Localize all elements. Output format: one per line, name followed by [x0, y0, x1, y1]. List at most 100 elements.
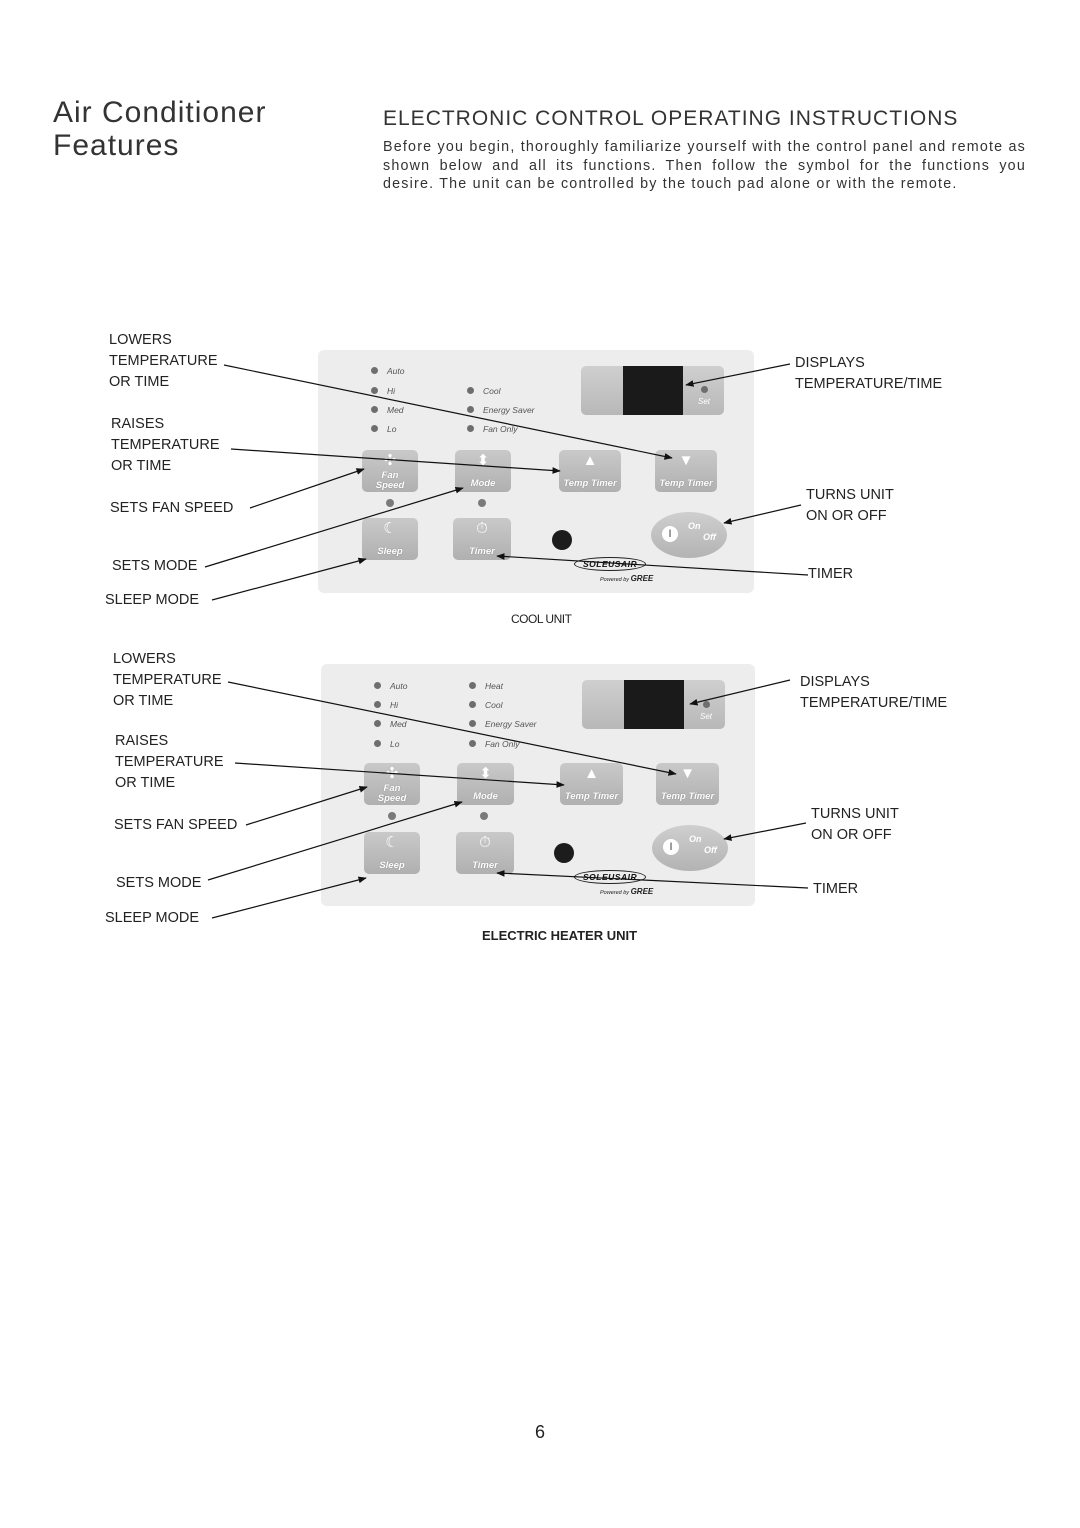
remote-sensor [552, 530, 572, 550]
timer-button[interactable]: ⏱ Timer [453, 518, 511, 560]
indicator-led [469, 701, 476, 708]
section-heading: ELECTRONIC CONTROL OPERATING INSTRUCTION… [383, 107, 959, 130]
arrow-raises [234, 762, 565, 788]
indicator-lo: Lo [387, 424, 397, 434]
callout-arrows [207, 679, 809, 919]
timer-button[interactable]: ⏱ Timer [456, 832, 514, 874]
fan-speed-led [386, 499, 394, 507]
heater-unit-caption: ELECTRIC HEATER UNIT [482, 928, 638, 943]
power-button[interactable]: I On Off [651, 512, 727, 558]
label-sleep-mode: SLEEP MODE [105, 910, 200, 926]
mode-button[interactable]: ⬍ Mode [455, 450, 511, 492]
arrow-fan-speed [245, 786, 368, 826]
label-sets-mode: SETS MODE [112, 558, 198, 574]
page-number: 6 [534, 1422, 545, 1442]
arrow-sets-mode [204, 487, 464, 568]
label-fan-speed: SETS FAN SPEED [114, 817, 238, 833]
arrow-sets-mode [207, 801, 463, 881]
title-line-2: Features [53, 129, 180, 162]
indicator-led [469, 682, 476, 689]
arrow-timer [496, 553, 809, 576]
indicator-hi: Hi [387, 386, 396, 396]
indicator-energy-saver: Energy Saver [483, 405, 535, 415]
control-panel: Auto Hi Med Lo Cool Energy Saver Fan Onl… [318, 350, 754, 593]
temperature-display: Set [581, 366, 724, 415]
indicator-hi: Hi [390, 700, 399, 710]
indicator-led [371, 387, 378, 394]
power-icon: I [662, 526, 678, 542]
display-set-label: Set [698, 397, 711, 406]
up-arrow-icon: ▲ [584, 765, 599, 782]
indicator-med: Med [390, 719, 407, 729]
temp-up-button[interactable]: ▲ Temp Timer [559, 450, 621, 492]
arrow-turns-unit [723, 504, 802, 525]
label-sleep-mode: SLEEP MODE [105, 592, 200, 608]
indicator-med: Med [387, 405, 404, 415]
stopwatch-icon: ⏱ [479, 834, 491, 851]
intro-paragraph: Before you begin, thoroughly familiarize… [383, 139, 1026, 192]
arrow-lowers [223, 364, 673, 460]
power-button[interactable]: I On Off [652, 825, 728, 871]
arrow-sleep-mode [211, 876, 367, 919]
indicator-led [467, 425, 474, 432]
up-arrow-icon: ▲ [582, 452, 598, 469]
label-timer: TIMER [813, 881, 859, 897]
indicator-fan-only: Fan Only [483, 424, 518, 434]
arrow-displays [685, 363, 791, 387]
temperature-display: Set [582, 680, 725, 729]
down-arrow-icon: ▼ [680, 765, 695, 782]
display-screen [624, 680, 684, 729]
remote-sensor [554, 843, 574, 863]
indicator-cool: Cool [485, 700, 503, 710]
mode-led [480, 812, 488, 820]
sleep-button[interactable]: ☾ Sleep [364, 832, 420, 874]
label-sets-mode: SETS MODE [116, 875, 202, 891]
temp-up-button[interactable]: ▲ Temp Timer [560, 763, 623, 805]
indicator-fan-only: Fan Only [485, 739, 520, 749]
control-panel: Auto Hi Med Lo Heat Cool Energy Saver Fa… [321, 664, 755, 906]
power-icon: I [663, 839, 679, 855]
indicator-led [371, 367, 378, 374]
indicator-led [371, 406, 378, 413]
temp-down-button[interactable]: ▼ Temp Timer [655, 450, 717, 492]
label-fan-speed: SETS FAN SPEED [110, 500, 234, 516]
label-timer: TIMER [808, 566, 854, 582]
arrow-lowers [227, 681, 677, 776]
down-arrow-icon: ▼ [678, 452, 694, 469]
arrow-timer [496, 870, 809, 889]
indicator-led [467, 387, 474, 394]
indicator-led [467, 406, 474, 413]
indicator-led [469, 720, 476, 727]
arrow-sleep-mode [211, 557, 367, 601]
mode-button[interactable]: ⬍ Mode [457, 763, 514, 805]
indicator-led [374, 740, 381, 747]
indicator-led [374, 682, 381, 689]
arrow-displays [689, 679, 791, 706]
display-screen [623, 366, 683, 415]
sleep-button[interactable]: ☾ Sleep [362, 518, 418, 560]
mode-led [478, 499, 486, 507]
title-line-1: Air Conditioner [53, 96, 267, 129]
indicator-lo: Lo [390, 739, 400, 749]
display-set-label: Set [700, 712, 713, 721]
stopwatch-icon: ⏱ [476, 520, 488, 537]
set-led [703, 701, 710, 708]
callout-arrows [204, 363, 809, 601]
page-title: Air Conditioner Features [53, 96, 266, 162]
indicator-auto: Auto [387, 366, 405, 376]
temp-down-button[interactable]: ▼ Temp Timer [656, 763, 719, 805]
brand-logo: SOLEUSAIR Powered by GREE [574, 557, 653, 583]
arrow-fan-speed [249, 468, 365, 509]
arrow-raises [230, 448, 561, 474]
indicator-led [374, 701, 381, 708]
fan-icon: ✣ [383, 452, 397, 469]
